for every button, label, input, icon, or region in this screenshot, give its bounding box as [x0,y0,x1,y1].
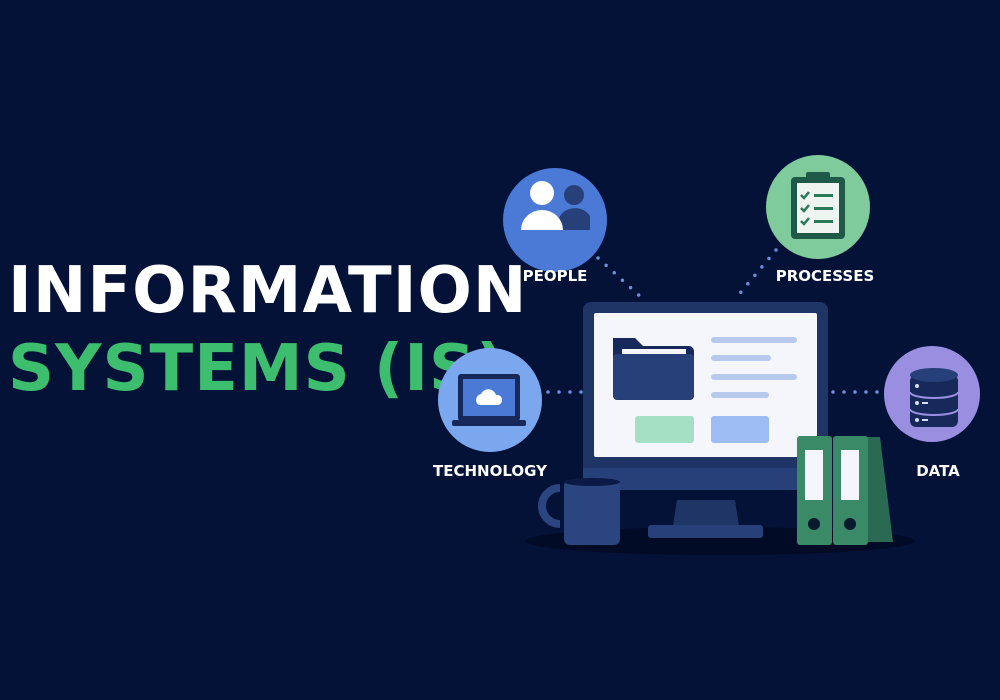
text-lines [711,337,797,398]
people-icon [521,181,590,230]
title-line-2: SYSTEMS (IS) [8,332,506,406]
people-label: PEOPLE [523,267,588,285]
component-data: DATA [884,346,980,480]
data-label: DATA [916,462,960,480]
mug-icon [538,478,620,545]
component-processes: PROCESSES [766,155,874,285]
technology-label: TECHNOLOGY [433,462,548,480]
processes-label: PROCESSES [776,267,875,285]
clipboard-checklist-icon [791,172,845,239]
monitor [583,302,828,538]
blue-button-shape [711,416,769,443]
database-icon [909,368,959,427]
laptop-cloud-icon [452,374,526,426]
binders-icon [797,436,893,545]
component-technology: TECHNOLOGY [433,348,548,480]
connector-lines [546,248,882,394]
component-people: PEOPLE [503,168,607,285]
title-line-1: INFORMATION [8,254,527,328]
green-button-shape [635,416,694,443]
folder-icon [613,338,694,400]
